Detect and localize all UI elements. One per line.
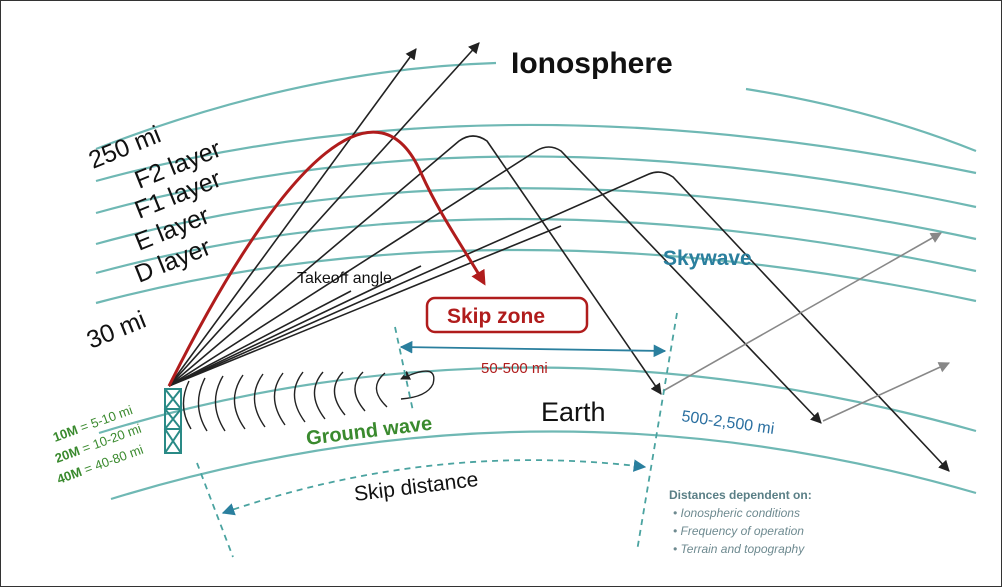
skywave-range-label: 500-2,500 mi bbox=[680, 408, 775, 438]
earth-lower-arc bbox=[110, 430, 977, 501]
skip-zone-box bbox=[425, 296, 589, 334]
skywave-ray-6 bbox=[168, 290, 352, 387]
earth-label: Earth bbox=[541, 397, 606, 427]
skip-distance-start-guide bbox=[196, 462, 234, 558]
earth-arcs bbox=[98, 366, 977, 501]
skip-zone-end-guide bbox=[636, 312, 678, 552]
skywave-ray-1 bbox=[168, 135, 662, 395]
escape-ray-2 bbox=[168, 42, 480, 387]
diagram-title: Ionosphere bbox=[511, 47, 673, 80]
layer-arcs bbox=[95, 61, 977, 305]
note-item-2: • Frequency of operation bbox=[673, 524, 804, 538]
earth-surface-arc bbox=[98, 366, 977, 435]
skywave-ray-2 bbox=[168, 146, 822, 424]
note-heading: Distances dependent on: bbox=[669, 488, 812, 502]
layer-arc-2 bbox=[95, 123, 977, 183]
skywave-rays bbox=[168, 135, 950, 472]
takeoff-angle-label: Takeoff angle bbox=[297, 270, 392, 287]
skip-zone-start-guide bbox=[394, 326, 414, 412]
layer-arc-1b bbox=[745, 87, 977, 153]
layer-arc-5 bbox=[95, 217, 977, 275]
skip-zone-label: Skip zone bbox=[447, 305, 545, 328]
note-item-1: • Ionospheric conditions bbox=[673, 506, 800, 520]
re-reflected-rays bbox=[662, 232, 951, 422]
altitude-bottom-label: 30 mi bbox=[83, 306, 150, 355]
layer-arc-1 bbox=[95, 61, 497, 151]
skip-zone-span-arrow bbox=[399, 340, 667, 358]
skywave-ray-3 bbox=[168, 171, 950, 472]
escaping-rays bbox=[168, 42, 480, 387]
antenna-tower-icon bbox=[163, 388, 183, 454]
layer-arc-3 bbox=[95, 155, 977, 215]
skip-distance-span-arrow bbox=[221, 459, 647, 516]
re-reflect-ray-2 bbox=[822, 362, 951, 422]
layer-arc-4 bbox=[95, 187, 977, 246]
skywave-label: Skywave bbox=[663, 247, 752, 270]
ground-wave-bands: 10M = 5-10 mi 20M = 10-20 mi 40M = 40-80… bbox=[51, 402, 145, 487]
layer-arc-6 bbox=[95, 248, 977, 305]
re-reflect-ray-1 bbox=[662, 232, 942, 392]
skip-zone-range-label: 50-500 mi bbox=[481, 360, 548, 377]
skywave-ray-4 bbox=[168, 225, 562, 387]
ground-wave-arrow bbox=[400, 370, 435, 400]
distance-notes: Distances dependent on: • Ionospheric co… bbox=[669, 488, 812, 556]
note-item-3: • Terrain and topography bbox=[673, 542, 805, 556]
skywave-ray-5 bbox=[168, 265, 422, 387]
ground-wave-ripples bbox=[182, 370, 435, 432]
skip-ray bbox=[167, 130, 486, 387]
escape-ray-1 bbox=[168, 48, 417, 387]
